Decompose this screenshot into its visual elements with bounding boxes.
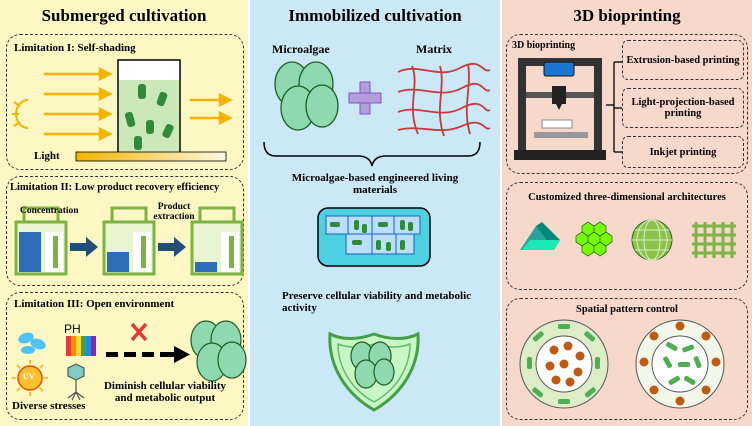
pattern-label: Spatial pattern control (576, 304, 678, 315)
bioprinting-column: 3D bioprinting 3D bioprinting (502, 0, 752, 426)
reactor-2 (102, 206, 156, 276)
matrix-network (397, 62, 491, 137)
self-shading-illustration (12, 59, 233, 162)
algae-cells (124, 84, 174, 150)
architectures-box (506, 182, 748, 290)
outgoing-light-arrows (190, 92, 233, 126)
blocked-x-icon (130, 322, 148, 342)
recovery-illustration (14, 206, 244, 276)
limitation-1-box (6, 34, 244, 170)
submerged-title: Submerged cultivation (41, 6, 207, 25)
method-extrusion: Extrusion-based printing (622, 40, 744, 80)
uv-sun-icon (12, 360, 48, 396)
preserve-label: Preserve cellular viability and metaboli… (282, 290, 472, 314)
protected-cells (350, 341, 395, 389)
incoming-light-arrows (44, 66, 113, 142)
immobilized-column: Immobilized cultivation Microalgae Matri… (250, 0, 500, 426)
bioprinting-illustration (514, 58, 736, 409)
architecture-icons (520, 219, 736, 261)
bioprinting-title: 3D bioprinting (573, 6, 681, 25)
method-connectors (606, 61, 622, 153)
lattice-icon (692, 222, 736, 258)
printer-label: 3D bioprinting (512, 40, 576, 51)
matrix-label: Matrix (416, 42, 452, 56)
honeycomb-icon (575, 221, 613, 257)
extraction-arrow (158, 237, 186, 257)
light-gradient-bar (75, 151, 227, 162)
pattern-1 (519, 319, 609, 409)
limitation-3-title: Limitation III: Open environment (14, 298, 175, 310)
plus-icon (348, 81, 382, 115)
immobilized-title: Immobilized cultivation (288, 6, 462, 25)
microbe-icon (18, 332, 46, 354)
pattern-box (506, 298, 748, 420)
reactor-3 (190, 206, 244, 276)
submerged-column: Submerged cultivation Limitation I: Self… (0, 0, 248, 426)
bacteriophage-icon (67, 363, 85, 401)
pattern-2 (635, 319, 725, 409)
limitation-2-title: Limitation II: Low product recovery effi… (10, 182, 220, 193)
architectures-label: Customized three-dimensional architectur… (528, 192, 726, 203)
concentration-arrow (70, 237, 98, 257)
light-label: Light (34, 150, 60, 162)
diverse-stresses-label: Diverse stresses (12, 400, 86, 412)
uv-label: UV (23, 372, 35, 381)
elm-cells (330, 220, 413, 251)
microalgae-cells (274, 61, 339, 131)
limitation-1-title: Limitation I: Self-shading (14, 42, 136, 54)
microalgae-cluster (190, 320, 247, 382)
microalgae-label: Microalgae (272, 42, 330, 56)
method-inkjet: Inkjet printing (622, 136, 744, 168)
sphere-icon (631, 219, 673, 261)
concentration-label: Concentration (20, 206, 79, 216)
immobilized-illustration (263, 61, 491, 412)
reactor-1 (14, 206, 68, 276)
ph-strip-icon (66, 336, 96, 356)
printing-methods-box (506, 34, 748, 174)
method-light-projection: Light-projection-based printing (622, 88, 744, 128)
ph-label: PH (64, 322, 81, 336)
3d-printer-icon (514, 58, 606, 160)
combine-bracket (263, 141, 481, 167)
dashed-arrow (106, 346, 190, 363)
open-environment-illustration (12, 320, 247, 401)
